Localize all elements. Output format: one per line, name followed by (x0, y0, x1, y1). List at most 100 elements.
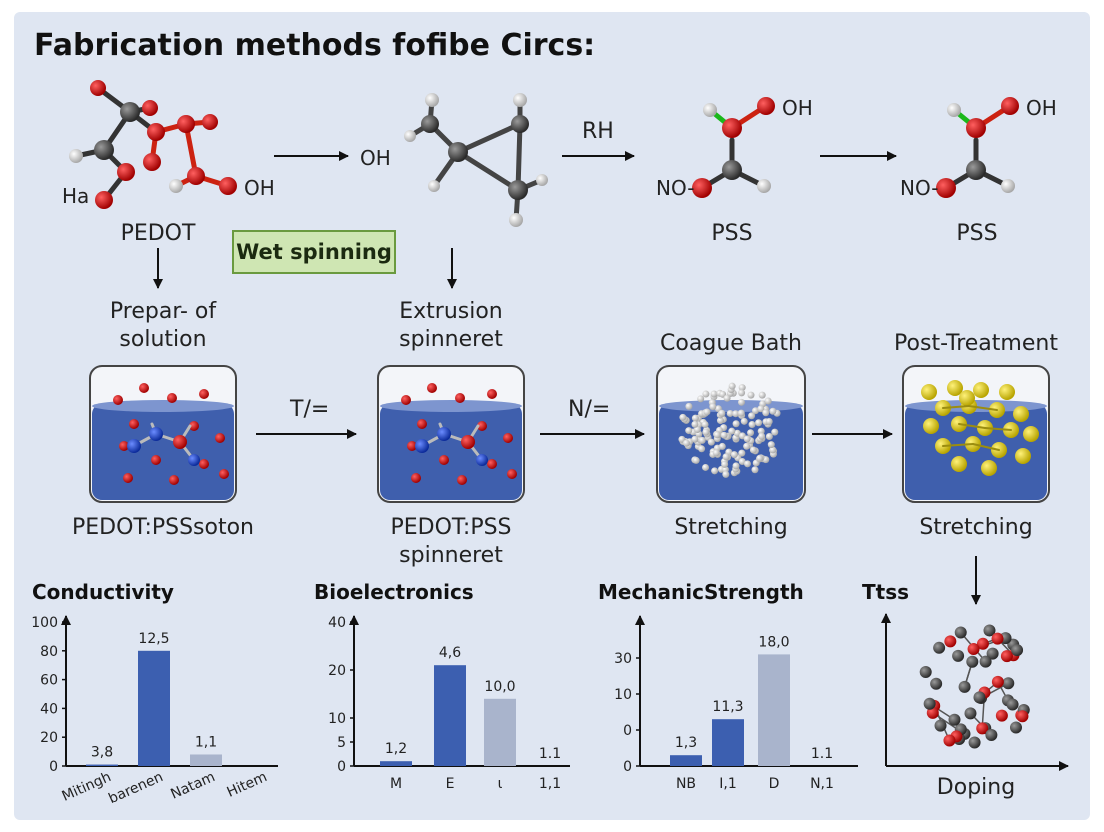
coagulated-particle (756, 454, 764, 462)
coagulated-particle (691, 414, 699, 422)
carbon-atom (722, 160, 742, 180)
middle-bond (515, 121, 523, 193)
carbon-atom (120, 102, 140, 122)
solute-atom (487, 389, 497, 399)
bar (758, 654, 790, 766)
coagulated-particle (743, 435, 751, 443)
solute-atom (188, 454, 200, 466)
doping-atom (991, 675, 1004, 688)
pss-molecule-2 (936, 97, 1019, 198)
x-tick-label: Hitem (225, 769, 270, 801)
bar (484, 698, 516, 766)
bar (670, 755, 702, 766)
x-tick-label: NB (676, 776, 696, 792)
data-label: 12,5 (138, 631, 169, 647)
solute-atom (457, 475, 467, 485)
fiber-particle (1013, 406, 1029, 422)
doping-atom (968, 736, 981, 749)
y-tick-label: 40 (328, 615, 346, 631)
wet-spinning-badge: Wet spinning (232, 230, 396, 274)
coagulated-particle (749, 446, 757, 454)
coagulated-particle (738, 449, 746, 457)
oxygen-atom (147, 123, 165, 141)
coagulated-particle (718, 442, 726, 450)
doping-atom (944, 635, 957, 648)
doping-atom (1000, 650, 1013, 663)
y-tick-label: 0 (337, 759, 346, 775)
carbon-atom (94, 140, 114, 160)
solute-atom (199, 459, 209, 469)
middle-bond (455, 121, 523, 155)
fiber-particle (973, 382, 989, 398)
oxygen-atom (936, 178, 956, 198)
y-tick-label: 40 (40, 701, 58, 717)
x-tick-label: N,1 (810, 776, 834, 792)
coagulated-particle (710, 390, 718, 398)
coagulated-particle (702, 463, 710, 471)
doping-atom (954, 626, 967, 639)
fiber-bond (942, 443, 974, 447)
step1-label: Prepar- of solution (109, 299, 217, 352)
arrow1-label: OH (360, 146, 391, 170)
oxygen-atom (692, 178, 712, 198)
pedot-oh-label: OH (244, 176, 275, 200)
coagulated-particle (747, 429, 755, 437)
coagulated-particle (752, 407, 760, 415)
coagulated-particle (693, 426, 701, 434)
x-tick-label: 1,1 (539, 776, 561, 792)
oxygen-atom (142, 100, 158, 116)
fiber-particle (1015, 448, 1031, 464)
fiber-particle (947, 380, 963, 396)
coagulated-particle (743, 442, 751, 450)
coagulated-particle (747, 391, 755, 399)
y-tick-label: 0 (49, 759, 58, 775)
solute-atom (487, 459, 497, 469)
coagulated-particle (757, 427, 765, 435)
doping-atom (948, 713, 961, 726)
oxygen-atom (219, 177, 237, 195)
doping-atom (1006, 698, 1019, 711)
coagulated-particle (765, 418, 773, 426)
pss2-oh-label: OH (1026, 96, 1057, 120)
coagulated-particle (738, 384, 746, 392)
y-tick-label: 80 (40, 644, 58, 660)
solute-atom (119, 441, 129, 451)
caption4: Stretching (919, 515, 1033, 540)
solute-atom (129, 419, 139, 429)
coagulated-particle (697, 395, 705, 403)
beaker-2 (377, 365, 525, 503)
x-tick-label: Natam (168, 769, 217, 803)
oxygen-atom (722, 118, 742, 138)
fiber-particle (999, 384, 1015, 400)
doping-atom (923, 697, 936, 710)
middle-bond (455, 149, 521, 193)
carbon-atom (448, 142, 468, 162)
caption1: PEDOT:PSSsoton (71, 515, 255, 540)
data-label: 1,1 (195, 734, 217, 750)
coagulated-particle (691, 420, 699, 428)
doping-atom (964, 707, 977, 720)
coagulated-particle (711, 467, 719, 475)
coagulated-particle (691, 435, 699, 443)
coagulated-particle (701, 420, 709, 428)
oxygen-atom (95, 191, 113, 209)
doping-atom (983, 624, 996, 637)
coagulated-particle (738, 398, 746, 406)
solute-atom (401, 395, 411, 405)
carbon-atom (508, 180, 528, 200)
solute-atom (439, 455, 449, 465)
solute-atom (219, 469, 229, 479)
solute-atom (461, 435, 475, 449)
oxygen-atom (757, 97, 775, 115)
doping-atom (979, 655, 992, 668)
coagulated-particle (769, 446, 777, 454)
solute-atom (477, 421, 487, 431)
hydrogen-atom (169, 179, 183, 193)
doping-atom (976, 637, 989, 650)
doping-atom (958, 680, 971, 693)
pss2-label: PSS (956, 221, 998, 246)
coagulated-particle (685, 427, 693, 435)
coagulated-particle (698, 445, 706, 453)
